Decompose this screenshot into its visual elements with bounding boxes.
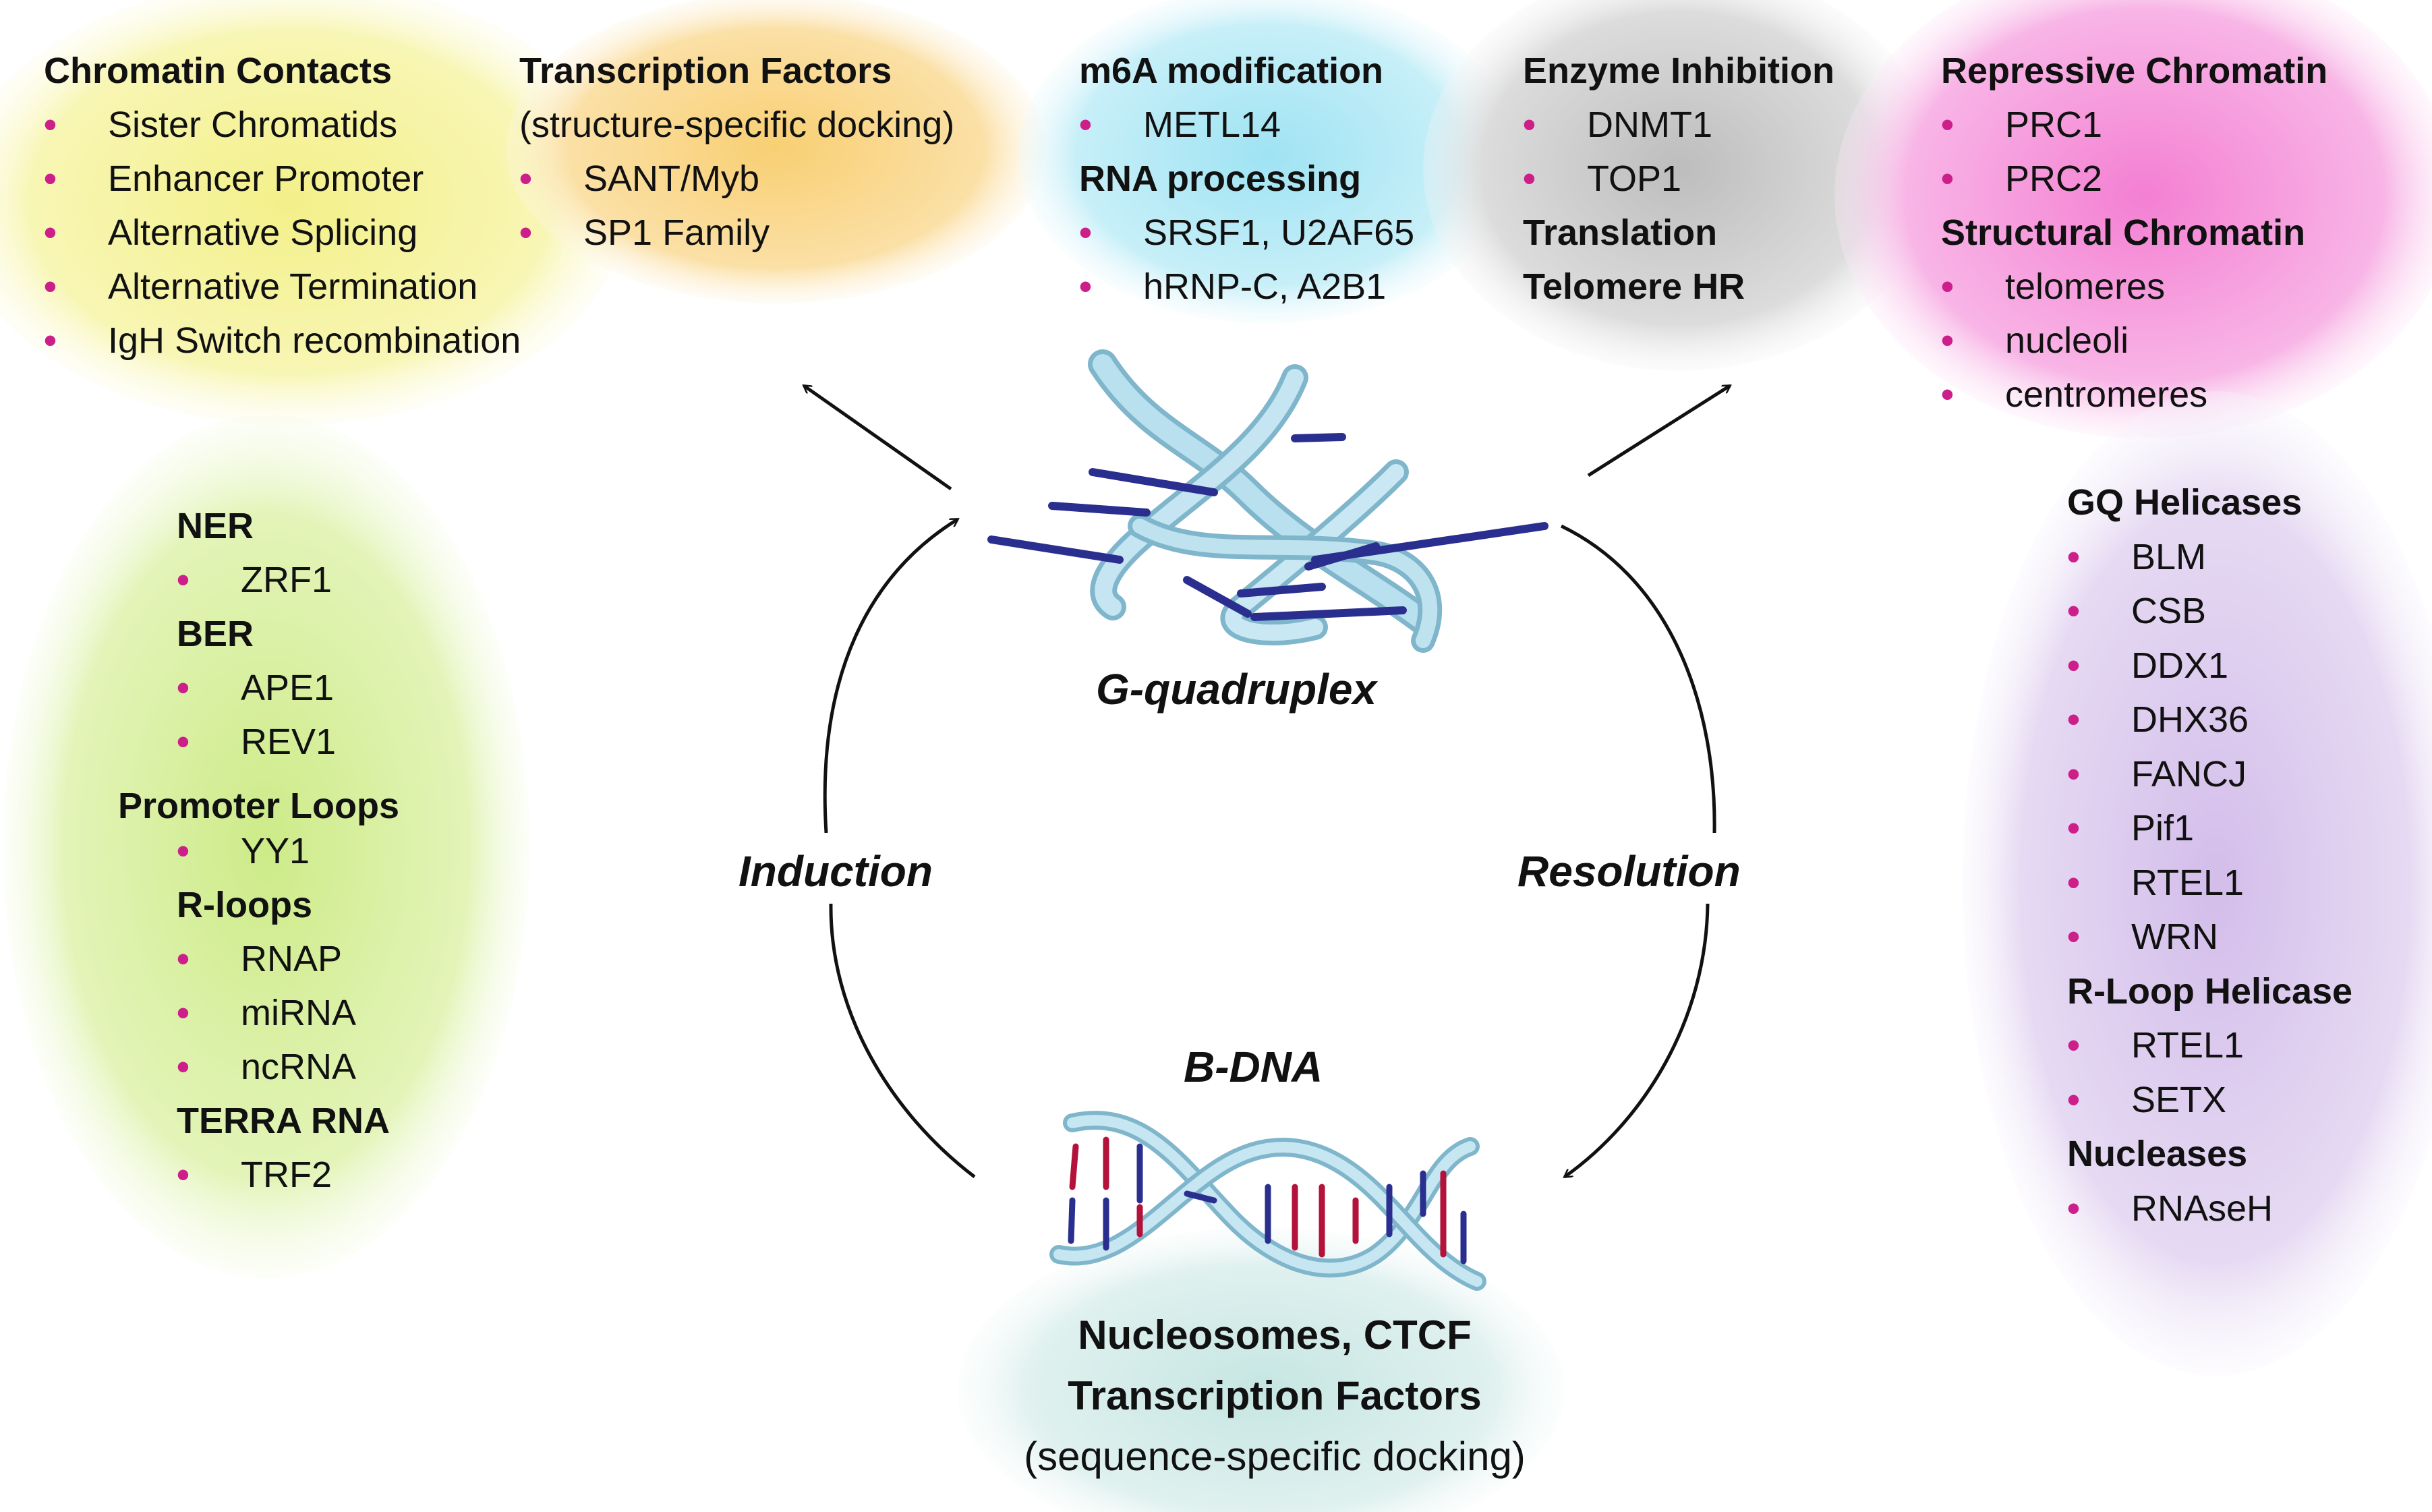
list-item: nucleoli bbox=[1941, 314, 2327, 368]
green-panel-lower: Promoter Loops bbox=[118, 779, 399, 833]
rna-processing-heading: RNA processing bbox=[1079, 158, 1362, 199]
list-item: BLM bbox=[2067, 530, 2352, 585]
induction-arrow-lower bbox=[829, 903, 976, 1178]
teal-bubble bbox=[958, 1227, 1565, 1512]
list-item: Alternative Splicing bbox=[44, 206, 521, 260]
list-item: miRNA bbox=[177, 986, 390, 1040]
resolution-label: Resolution bbox=[1517, 847, 1741, 896]
r-loops-heading: R-loops bbox=[177, 885, 312, 925]
list-item: SETX bbox=[2067, 1073, 2352, 1128]
list-item: REV1 bbox=[177, 715, 336, 769]
list-item: TRF2 bbox=[177, 1148, 390, 1202]
green-panel-rest: YY1 R-loops RNAP miRNA ncRNA TERRA RNA T… bbox=[177, 824, 390, 1202]
list-item: CSB bbox=[2067, 584, 2352, 639]
terra-rna-heading: TERRA RNA bbox=[177, 1101, 390, 1141]
arrow-to-top-right bbox=[1587, 384, 1730, 477]
transcription-factors-line: Transcription Factors bbox=[1068, 1373, 1482, 1418]
list-item: APE1 bbox=[177, 661, 336, 715]
ner-heading: NER bbox=[177, 506, 254, 546]
chromatin-contacts-block: Chromatin Contacts Sister Chromatids Enh… bbox=[44, 44, 521, 368]
list-item: ZRF1 bbox=[177, 553, 336, 607]
transcription-factors-subheading: (structure-specific docking) bbox=[519, 105, 955, 145]
list-item: TOP1 bbox=[1523, 152, 1834, 206]
r-loop-helicase-heading: R-Loop Helicase bbox=[2067, 970, 2353, 1012]
list-item: DNMT1 bbox=[1523, 98, 1834, 152]
list-item: PRC1 bbox=[1941, 98, 2327, 152]
g-quadruplex-label: G-quadruplex bbox=[1096, 665, 1377, 714]
induction-label: Induction bbox=[739, 847, 933, 896]
sequence-specific-block: Nucleosomes, CTCF Transcription Factors … bbox=[877, 1305, 1673, 1487]
induction-arrow-upper bbox=[823, 517, 958, 834]
list-item: Alternative Termination bbox=[44, 260, 521, 314]
nucleosomes-ctcf-line: Nucleosomes, CTCF bbox=[1078, 1312, 1472, 1358]
list-item: telomeres bbox=[1941, 260, 2327, 314]
purple-panel: GQ Helicases BLM CSB DDX1 DHX36 FANCJ Pi… bbox=[2067, 475, 2352, 1235]
list-item: hRNP-C, A2B1 bbox=[1079, 260, 1414, 314]
structural-chromatin-heading: Structural Chromatin bbox=[1941, 212, 2306, 253]
enzyme-inhibition-block: Enzyme Inhibition DNMT1 TOP1 Translation… bbox=[1523, 44, 1834, 314]
transcription-factors-heading: Transcription Factors bbox=[519, 51, 892, 91]
list-item: RNAP bbox=[177, 932, 390, 986]
sequence-specific-docking-line: (sequence-specific docking) bbox=[1024, 1434, 1526, 1479]
list-item: WRN bbox=[2067, 910, 2352, 964]
resolution-arrow-lower bbox=[1565, 903, 1710, 1179]
list-item: RNAseH bbox=[2067, 1182, 2352, 1236]
list-item: SP1 Family bbox=[519, 206, 954, 260]
list-item: RTEL1 bbox=[2067, 1018, 2352, 1073]
list-item: DDX1 bbox=[2067, 639, 2352, 693]
ber-heading: BER bbox=[177, 614, 254, 654]
translation-heading: Translation bbox=[1523, 212, 1718, 253]
list-item: Pif1 bbox=[2067, 801, 2352, 856]
list-item: DHX36 bbox=[2067, 693, 2352, 747]
list-item: RTEL1 bbox=[2067, 856, 2352, 910]
list-item: PRC2 bbox=[1941, 152, 2327, 206]
gq-helicases-heading: GQ Helicases bbox=[2067, 482, 2303, 523]
chromatin-contacts-heading: Chromatin Contacts bbox=[44, 51, 393, 91]
nucleases-heading: Nucleases bbox=[2067, 1134, 2248, 1174]
repressive-chromatin-heading: Repressive Chromatin bbox=[1941, 51, 2328, 91]
repressive-chromatin-block: Repressive Chromatin PRC1 PRC2 Structura… bbox=[1941, 44, 2327, 421]
list-item: Enhancer Promoter bbox=[44, 152, 521, 206]
list-item: SRSF1, U2AF65 bbox=[1079, 206, 1414, 260]
g-quadruplex-structure bbox=[987, 349, 1548, 653]
resolution-arrow-upper bbox=[1560, 524, 1716, 834]
list-item: centromeres bbox=[1941, 368, 2327, 421]
green-panel: NER ZRF1 BER APE1 REV1 bbox=[177, 499, 336, 769]
arrow-to-top-left bbox=[804, 384, 952, 491]
list-item: YY1 bbox=[177, 824, 390, 878]
transcription-factors-block: Transcription Factors (structure-specifi… bbox=[519, 44, 954, 260]
list-item: FANCJ bbox=[2067, 747, 2352, 802]
list-item: SANT/Myb bbox=[519, 152, 954, 206]
list-item: Sister Chromatids bbox=[44, 98, 521, 152]
b-dna-label: B-DNA bbox=[1184, 1043, 1323, 1091]
b-dna-structure bbox=[1049, 1111, 1486, 1291]
enzyme-inhibition-heading: Enzyme Inhibition bbox=[1523, 51, 1835, 91]
list-item: ncRNA bbox=[177, 1040, 390, 1094]
promoter-loops-heading: Promoter Loops bbox=[118, 786, 400, 826]
telomere-hr-heading: Telomere HR bbox=[1523, 266, 1745, 307]
m6a-block: m6A modification METL14 RNA processing S… bbox=[1079, 44, 1414, 314]
list-item: IgH Switch recombination bbox=[44, 314, 521, 368]
m6a-heading: m6A modification bbox=[1079, 51, 1384, 91]
list-item: METL14 bbox=[1079, 98, 1414, 152]
